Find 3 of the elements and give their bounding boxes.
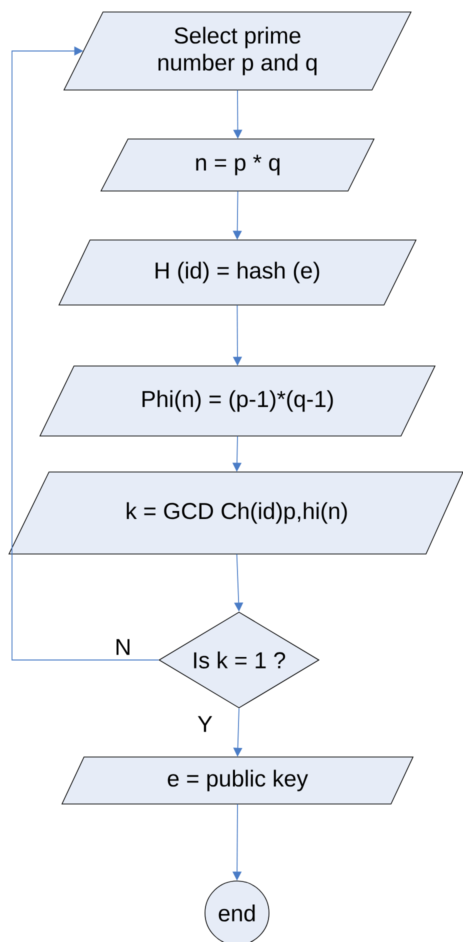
edge-label: N [116, 639, 130, 655]
arrow [12, 46, 160, 660]
edge-label: Y [198, 716, 212, 732]
